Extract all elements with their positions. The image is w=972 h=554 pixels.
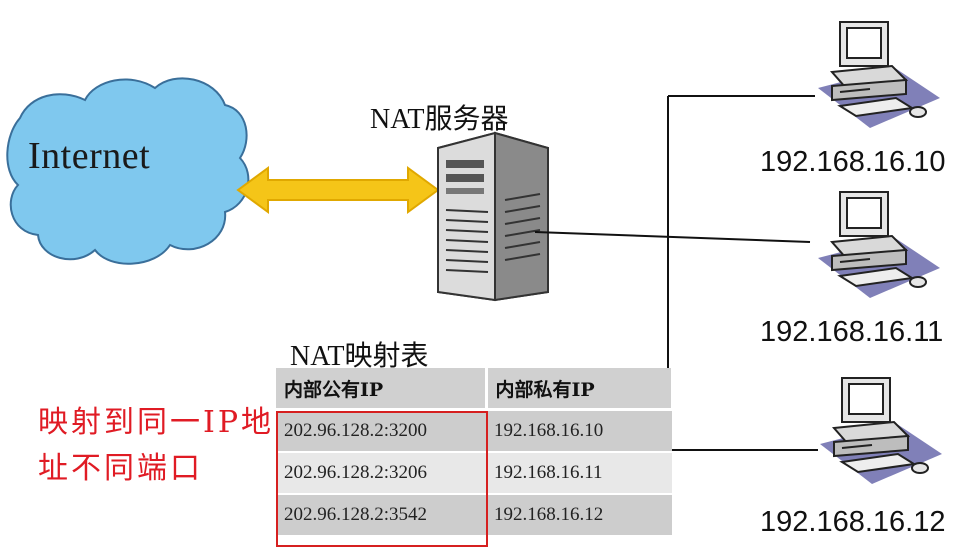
computer-icon (818, 191, 940, 298)
table-row: 202.96.128.2:3200 192.168.16.10 (276, 408, 672, 452)
public-ip-cell: 202.96.128.2:3542 (276, 493, 486, 535)
host-ip-label: 192.168.16.12 (760, 506, 946, 538)
computer-icon (818, 21, 940, 128)
nat-table-title: NAT映射表 (290, 341, 429, 372)
column-header-public-ip: 内部公有IP (276, 368, 488, 411)
private-ip-cell: 192.168.16.11 (486, 451, 672, 494)
nat-server-label: NAT服务器 (370, 104, 509, 135)
private-ip-cell: 192.168.16.10 (486, 408, 672, 452)
bidirectional-arrow (236, 166, 440, 214)
annotation-note: 映射到同一IP地址不同端口 (38, 405, 275, 486)
nat-mapping-table: 内部公有IP 内部私有IP 202.96.128.2:3200 192.168.… (276, 368, 674, 535)
server-tower (437, 131, 549, 302)
internet-cloud (6, 77, 250, 265)
public-ip-cell: 202.96.128.2:3200 (276, 408, 486, 452)
computer-icon (820, 377, 942, 484)
column-header-private-ip: 内部私有IP (486, 368, 674, 411)
public-ip-cell: 202.96.128.2:3206 (276, 451, 486, 494)
host-ip-label: 192.168.16.11 (760, 316, 944, 348)
network-links (534, 95, 818, 451)
host-ip-label: 192.168.16.10 (760, 146, 946, 178)
table-row: 202.96.128.2:3542 192.168.16.12 (276, 493, 672, 535)
table-row: 202.96.128.2:3206 192.168.16.11 (276, 451, 672, 494)
internet-label: Internet (28, 135, 151, 177)
private-ip-cell: 192.168.16.12 (486, 493, 672, 535)
table-header-row: 内部公有IP 内部私有IP (276, 368, 674, 411)
